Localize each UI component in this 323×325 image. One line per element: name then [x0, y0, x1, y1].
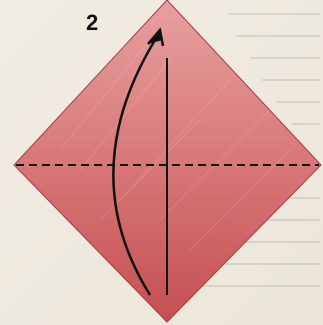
fold-arrow-head-stroke [147, 27, 165, 47]
fold-arrow [112, 31, 162, 296]
paper-texture [59, 39, 291, 251]
step-number: 2 [86, 10, 99, 35]
